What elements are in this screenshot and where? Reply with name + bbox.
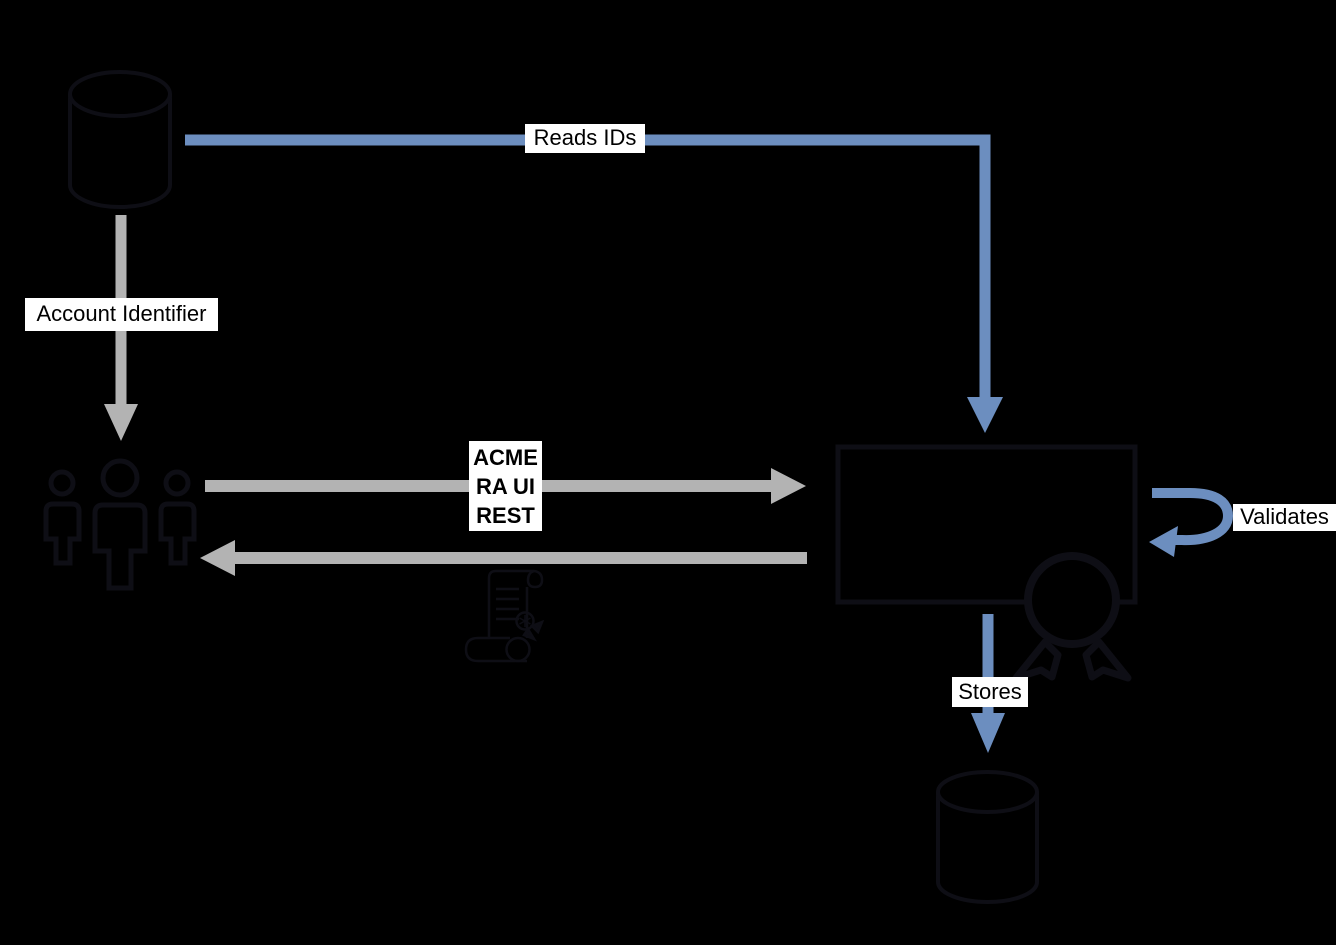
acme-label-line3: REST xyxy=(476,502,535,528)
stores-label: Stores xyxy=(952,677,1028,707)
process-box xyxy=(835,444,1138,605)
reads-ids-label: Reads IDs xyxy=(525,124,645,153)
database-icon xyxy=(936,770,1039,904)
acme-label-line2: RA UI xyxy=(475,473,536,499)
validates-loop-arrow xyxy=(1149,488,1234,557)
acme-ra-ui-rest-label: ACME RA UI REST xyxy=(469,441,542,531)
users-group-icon xyxy=(43,458,197,591)
certificate-scroll-icon xyxy=(464,569,545,663)
validates-label: Validates xyxy=(1233,504,1336,531)
account-identifier-label: Account Identifier xyxy=(25,298,218,331)
award-ribbon-icon xyxy=(1012,552,1132,682)
response-arrow xyxy=(200,540,807,576)
acme-label-line1: ACME xyxy=(473,444,538,470)
reads-ids-arrow xyxy=(185,134,1003,433)
database-icon xyxy=(68,70,172,209)
